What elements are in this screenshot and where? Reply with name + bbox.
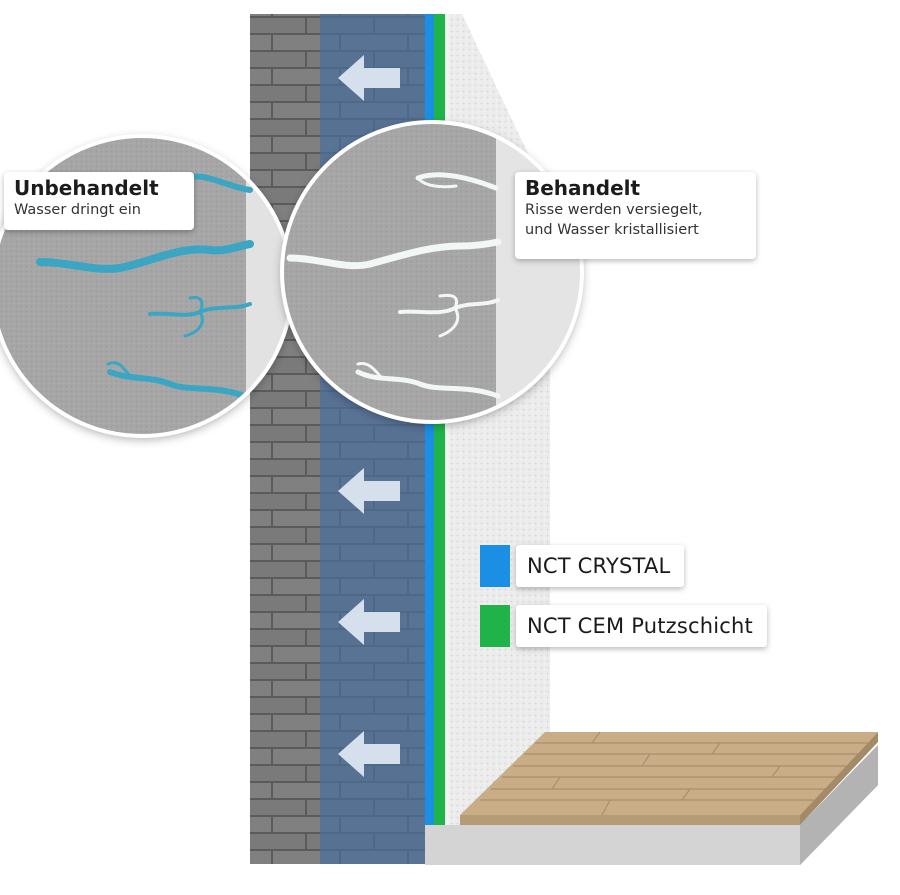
- legend-swatch-cem: [480, 605, 510, 647]
- treated-title: Behandelt: [525, 176, 641, 200]
- arrow-left-icon: [338, 55, 400, 777]
- crystal-layer: [425, 14, 434, 840]
- treated-line2: und Wasser kristallisiert: [525, 222, 699, 238]
- legend-swatch-crystal: [480, 545, 510, 587]
- sealed-cracks: [286, 172, 502, 399]
- treated-label: Behandelt Risse werden versiegelt, und W…: [515, 172, 756, 259]
- legend-label-cem: NCT CEM Putzschicht: [516, 605, 767, 647]
- membrane-edge: [445, 14, 450, 840]
- wood-floor: [460, 732, 878, 815]
- untreated-subtitle: Wasser dringt ein: [14, 202, 141, 218]
- untreated-label: Unbehandelt Wasser dringt ein: [4, 172, 194, 230]
- floor-slab-front: [425, 825, 800, 865]
- legend-label-crystal: NCT CRYSTAL: [516, 545, 685, 587]
- wood-floor-planks: [480, 731, 868, 816]
- untreated-title: Unbehandelt: [14, 176, 159, 200]
- treated-magnifier: [280, 120, 584, 424]
- cem-layer: [434, 14, 445, 840]
- floor-slab-right: [800, 745, 878, 865]
- treated-line1: Risse werden versiegelt,: [525, 202, 703, 218]
